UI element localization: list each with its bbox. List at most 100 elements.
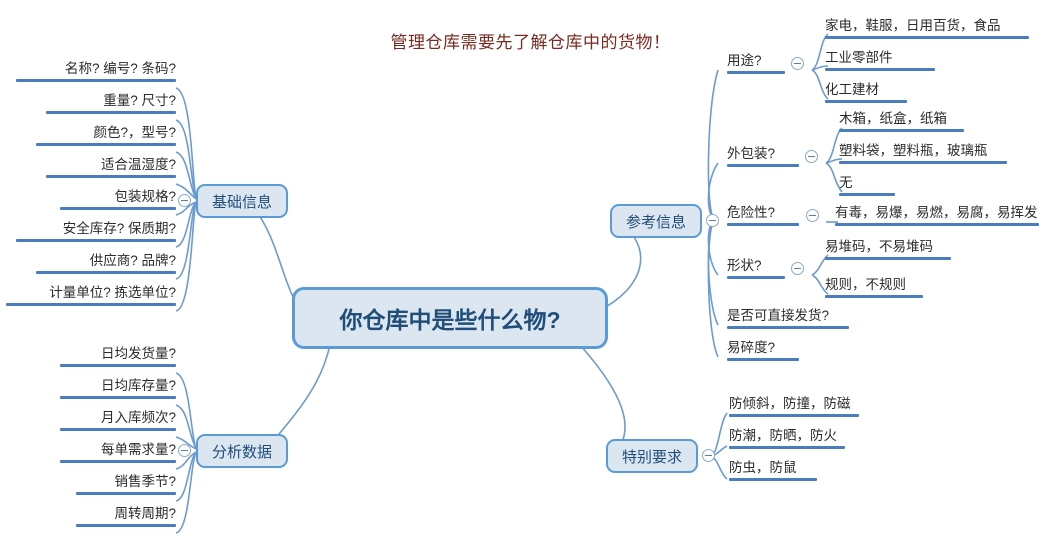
leaf-underline bbox=[60, 428, 176, 431]
leaf-basic-1-label: 名称? 编号? 条码? bbox=[64, 61, 176, 76]
leaf-underline bbox=[839, 193, 895, 196]
leaf-usage-2[interactable]: 工业零部件 bbox=[825, 49, 935, 74]
leaf-analysis-3[interactable]: 月入库频次? bbox=[60, 409, 176, 434]
leaf-basic-8-label: 计量单位? 拣选单位? bbox=[49, 285, 176, 300]
leaf-usage-1[interactable]: 家电，鞋服，日用百货，食品 bbox=[825, 17, 1029, 42]
leaf-underline bbox=[727, 164, 799, 167]
topic-analysis-data-label: 分析数据 bbox=[211, 443, 272, 461]
leaf-packaging-1[interactable]: 木箱，纸盒，纸箱 bbox=[839, 110, 964, 135]
leaf-usage-3[interactable]: 化工建材 bbox=[825, 81, 907, 106]
leaf-packaging-3[interactable]: 无 bbox=[839, 174, 895, 199]
leaf-basic-2[interactable]: 重量? 尺寸? bbox=[46, 92, 176, 117]
leaf-underline bbox=[729, 478, 817, 481]
leaf-packaging-3-label: 无 bbox=[839, 175, 853, 190]
leaf-underline bbox=[16, 239, 176, 242]
leaf-underline bbox=[60, 396, 176, 399]
leaf-analysis-3-label: 月入库频次? bbox=[100, 410, 176, 425]
central-topic[interactable]: 你仓库中是些什么物? bbox=[292, 287, 608, 349]
collapse-minus-icon-special-requirements[interactable] bbox=[702, 449, 715, 462]
leaf-underline bbox=[727, 326, 849, 329]
leaf-analysis-5-label: 销售季节? bbox=[114, 474, 176, 489]
leaf-underline bbox=[825, 257, 951, 260]
topic-basic-info-label: 基础信息 bbox=[211, 193, 272, 211]
leaf-basic-3-label: 颜色?，型号? bbox=[93, 125, 176, 140]
leaf-basic-4-label: 适合温湿度? bbox=[100, 157, 176, 172]
leaf-usage-3-label: 化工建材 bbox=[825, 82, 879, 97]
collapse-minus-icon-reference-info[interactable] bbox=[706, 214, 719, 227]
subtopic-hazard-label: 危险性? bbox=[727, 205, 776, 220]
collapse-minus-icon-packaging[interactable] bbox=[805, 150, 818, 163]
leaf-underline bbox=[825, 68, 935, 71]
leaf-underline bbox=[16, 79, 176, 82]
leaf-basic-5[interactable]: 包装规格? bbox=[60, 188, 176, 213]
subtopic-packaging-label: 外包装? bbox=[727, 146, 776, 161]
leaf-basic-1[interactable]: 名称? 编号? 条码? bbox=[16, 60, 176, 85]
leaf-usage-1-label: 家电，鞋服，日用百货，食品 bbox=[825, 18, 1001, 33]
topic-reference-info[interactable]: 参考信息 bbox=[610, 204, 702, 238]
subtopic-usage[interactable]: 用途? bbox=[727, 52, 785, 77]
leaf-analysis-2[interactable]: 日均库存量? bbox=[60, 377, 176, 402]
leaf-basic-4[interactable]: 适合温湿度? bbox=[46, 156, 176, 181]
leaf-direct-shipping[interactable]: 是否可直接发货? bbox=[727, 307, 849, 332]
leaf-underline bbox=[727, 223, 799, 226]
leaf-packaging-2-label: 塑料袋，塑料瓶，玻璃瓶 bbox=[839, 143, 988, 158]
leaf-fragility-label: 易碎度? bbox=[727, 340, 776, 355]
leaf-underline bbox=[727, 358, 799, 361]
leaf-basic-3[interactable]: 颜色?，型号? bbox=[36, 124, 176, 149]
leaf-underline bbox=[825, 295, 923, 298]
leaf-basic-6-label: 安全库存? 保质期? bbox=[62, 221, 176, 236]
leaf-underline bbox=[76, 524, 176, 527]
subtopic-shape[interactable]: 形状? bbox=[727, 257, 785, 282]
leaf-analysis-4-label: 每单需求量? bbox=[100, 442, 176, 457]
leaf-underline bbox=[729, 446, 845, 449]
leaf-packaging-2[interactable]: 塑料袋，塑料瓶，玻璃瓶 bbox=[839, 142, 1007, 167]
collapse-minus-icon-hazard[interactable] bbox=[806, 209, 819, 222]
collapse-minus-icon-shape[interactable] bbox=[791, 262, 804, 275]
leaf-underline bbox=[825, 100, 907, 103]
leaf-underline bbox=[60, 460, 176, 463]
leaf-analysis-1[interactable]: 日均发货量? bbox=[60, 345, 176, 370]
leaf-underline bbox=[46, 111, 176, 114]
collapse-minus-icon-basic-info[interactable] bbox=[178, 194, 191, 207]
leaf-underline bbox=[60, 207, 176, 210]
leaf-basic-7[interactable]: 供应商? 品牌? bbox=[36, 252, 176, 277]
leaf-underline bbox=[6, 303, 176, 306]
leaf-usage-2-label: 工业零部件 bbox=[825, 50, 893, 65]
leaf-analysis-4[interactable]: 每单需求量? bbox=[60, 441, 176, 466]
leaf-underline bbox=[76, 492, 176, 495]
collapse-minus-icon-analysis-data[interactable] bbox=[178, 444, 191, 457]
leaf-underline bbox=[60, 364, 176, 367]
leaf-special-1[interactable]: 防倾斜，防撞，防磁 bbox=[729, 395, 859, 420]
leaf-underline bbox=[36, 271, 176, 274]
leaf-special-1-label: 防倾斜，防撞，防磁 bbox=[729, 396, 851, 411]
leaf-underline bbox=[825, 36, 1029, 39]
leaf-basic-6[interactable]: 安全库存? 保质期? bbox=[16, 220, 176, 245]
leaf-basic-8[interactable]: 计量单位? 拣选单位? bbox=[6, 284, 176, 309]
leaf-shape-1-label: 易堆码，不易堆码 bbox=[825, 239, 933, 254]
topic-special-requirements[interactable]: 特别要求 bbox=[606, 439, 698, 473]
leaf-shape-1[interactable]: 易堆码，不易堆码 bbox=[825, 238, 951, 263]
leaf-fragility[interactable]: 易碎度? bbox=[727, 339, 799, 364]
leaf-special-3-label: 防虫，防鼠 bbox=[729, 460, 797, 475]
leaf-analysis-6-label: 周转周期? bbox=[114, 506, 176, 521]
leaf-special-2[interactable]: 防潮，防晒，防火 bbox=[729, 427, 845, 452]
leaf-shape-2-label: 规则，不规则 bbox=[825, 277, 906, 292]
subtopic-packaging[interactable]: 外包装? bbox=[727, 145, 799, 170]
leaf-analysis-5[interactable]: 销售季节? bbox=[76, 473, 176, 498]
leaf-underline bbox=[727, 276, 785, 279]
leaf-analysis-2-label: 日均库存量? bbox=[100, 378, 176, 393]
leaf-hazard-1[interactable]: 有毒，易爆，易燃，易腐，易挥发 bbox=[835, 204, 1039, 229]
subtopic-usage-label: 用途? bbox=[727, 53, 762, 68]
leaf-shape-2[interactable]: 规则，不规则 bbox=[825, 276, 923, 301]
collapse-minus-icon-usage[interactable] bbox=[791, 57, 804, 70]
topic-basic-info[interactable]: 基础信息 bbox=[196, 184, 288, 218]
leaf-basic-7-label: 供应商? 品牌? bbox=[89, 253, 176, 268]
leaf-special-3[interactable]: 防虫，防鼠 bbox=[729, 459, 817, 484]
leaf-hazard-1-label: 有毒，易爆，易燃，易腐，易挥发 bbox=[835, 205, 1038, 220]
leaf-analysis-6[interactable]: 周转周期? bbox=[76, 505, 176, 530]
leaf-direct-shipping-label: 是否可直接发货? bbox=[727, 308, 830, 323]
page-title: 管理仓库需要先了解仓库中的货物！ bbox=[390, 33, 671, 52]
subtopic-hazard[interactable]: 危险性? bbox=[727, 204, 799, 229]
topic-analysis-data[interactable]: 分析数据 bbox=[196, 434, 288, 468]
